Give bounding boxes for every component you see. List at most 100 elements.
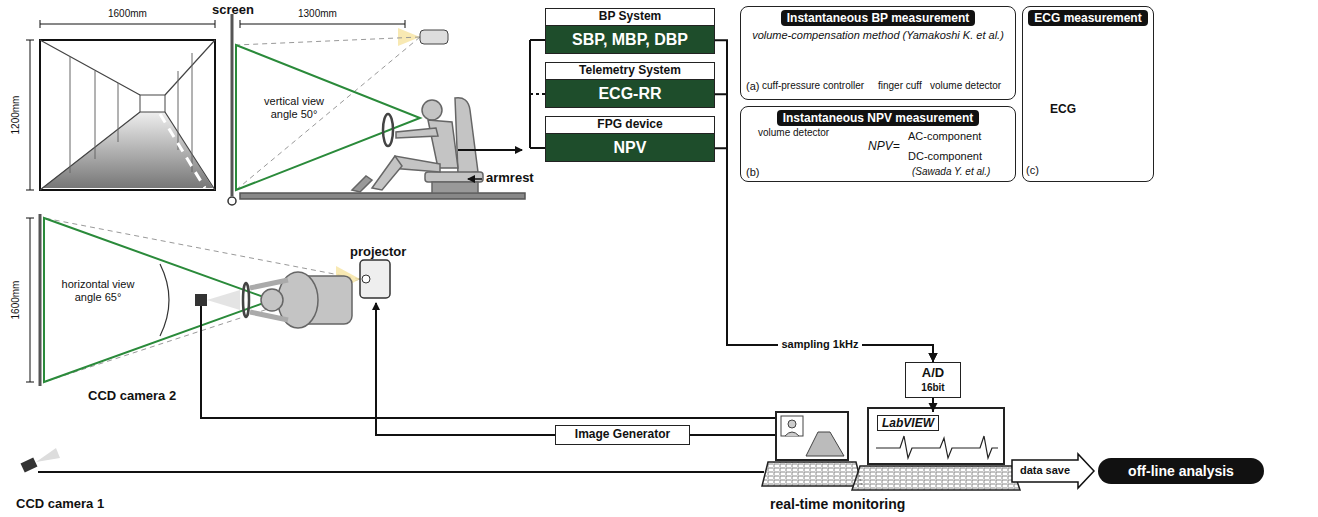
vertical-view-triangle [236,45,420,190]
road-view [70,53,192,173]
node-body: ECG-RR [545,80,715,108]
labview-laptop [868,408,1004,464]
projector-side [236,28,448,190]
camera-2 [195,294,207,306]
part-label: cuff-pressure controller [762,80,864,92]
arrow-head [929,353,938,362]
driver-side [352,176,372,192]
labview-laptop [876,436,998,458]
part-label: CCD camera 1 [16,496,104,512]
camera-1 [21,448,60,472]
projector-top [360,260,390,298]
panel-tag: (b) [746,166,759,179]
part-label: screen [212,2,254,18]
dimension-lines [26,218,34,382]
road-view [40,40,215,190]
signal-wires [458,149,522,151]
citation-text: (Sawada Y. et al.) [912,166,990,178]
video-wires [38,471,764,473]
screen-top [40,214,41,386]
process-box: Image Generator [555,425,690,445]
panel-tag: (c) [1026,164,1039,177]
video-wires [201,306,776,418]
signal-label: ECG [1050,102,1076,116]
driver-top [250,280,288,320]
node-body: SBP, MBP, DBP [545,26,715,54]
arrow-head [929,403,938,412]
angle-label: horizontal view angle 65° [56,278,140,304]
node-heading: Instantaneous NPV measurement [777,110,980,126]
driver-side [396,128,438,138]
node-heading: Image Generator [556,426,689,443]
projector-side [420,30,448,44]
projector-top [44,218,390,382]
screen-side [228,197,236,205]
dimension-label: 1200mm [10,96,22,135]
video-wires [376,303,555,435]
angle-label: vertical view angle 50° [255,95,333,121]
dimension-lines [26,20,405,382]
node-body: 16bit [906,381,960,394]
part-label: volume detector [758,127,829,139]
camera-1 [21,458,38,473]
node-body: NPV [545,134,715,162]
projector-top [362,275,370,283]
inset-panel: ECG measurement [1022,6,1154,182]
connector [929,398,938,412]
part-label: armrest [486,170,534,186]
dimension-label: 1300mm [298,8,337,20]
dimension-label: 1600mm [108,8,147,20]
section-label: real-time monitoring [770,496,905,513]
driver-side [383,114,393,146]
road-view [40,40,215,190]
signal-wires [468,178,482,180]
edge-label: sampling 1kHz [778,338,861,351]
system-box: BP SystemSBP, MBP, DBP [545,8,715,54]
monitor-laptop [776,412,848,460]
part-label: volume detector [930,80,1001,92]
edge-label: data save [1017,464,1073,477]
formula-text: NPV= [868,139,900,153]
block-arrow [1012,454,1094,488]
arrow-head [929,353,938,362]
monitor-laptop [785,432,799,436]
driver-side [240,193,525,199]
labview-laptop [852,408,1020,490]
connector [715,40,938,362]
panel-tag: (a) [746,80,759,93]
camera-2 [207,290,240,310]
signal-wires [458,40,545,179]
screen-side [228,14,236,205]
node-heading: off-line analysis [1098,458,1264,484]
screen-top [39,214,42,386]
monitor-laptop [762,412,862,486]
view-angle-arc [160,264,169,336]
arrow-head [929,353,938,362]
road-view [160,114,205,188]
formula-text: AC-component [908,130,981,143]
signal-wires [530,93,545,95]
screen-side [231,14,234,196]
video-wires [38,303,776,472]
formula-text: DC-component [908,150,982,163]
monitor-laptop [788,420,796,428]
driver-top [261,289,283,311]
labview-laptop [852,466,1020,490]
dimension-lines [40,20,215,28]
connector-line [715,40,933,362]
dimension-lines [26,40,34,190]
monitor-laptop [781,416,803,436]
video-wires [690,434,776,436]
node-heading: ECG measurement [1028,10,1147,26]
connector [1012,454,1094,488]
driver-side [422,100,442,120]
monitor-screen: LabVIEW [874,412,998,462]
driver-side [425,172,483,182]
driver-top [243,283,249,317]
node-heading: A/D [906,365,960,381]
driver-top [243,272,352,328]
driver-side [428,120,458,168]
monitor-laptop [762,462,862,486]
part-label: projector [350,244,406,260]
